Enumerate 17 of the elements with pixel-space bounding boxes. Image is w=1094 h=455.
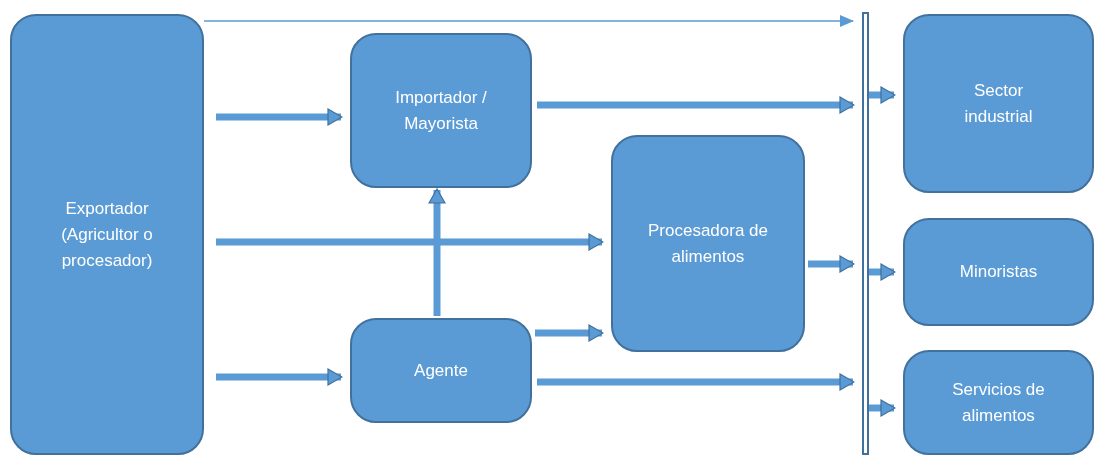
process-box [10,14,204,455]
box-label: Exportador (Agricultor o procesador) [60,197,154,272]
process-box [350,33,532,188]
box-label: Servicios de alimentos [951,378,1046,427]
process-box [903,350,1094,455]
box-label: Importador / Mayorista [394,86,488,135]
process-box [903,14,1094,193]
process-box [903,218,1094,326]
arrow [203,15,854,27]
distribution-bar [862,12,869,455]
process-box [350,318,532,423]
arrow [428,188,446,316]
box-label: Agente [413,359,469,382]
box-label: Minoristas [958,261,1039,283]
box-label: Procesadora de alimentos [647,219,769,268]
box-label: Sector industrial [963,79,1034,128]
process-box [611,135,805,352]
